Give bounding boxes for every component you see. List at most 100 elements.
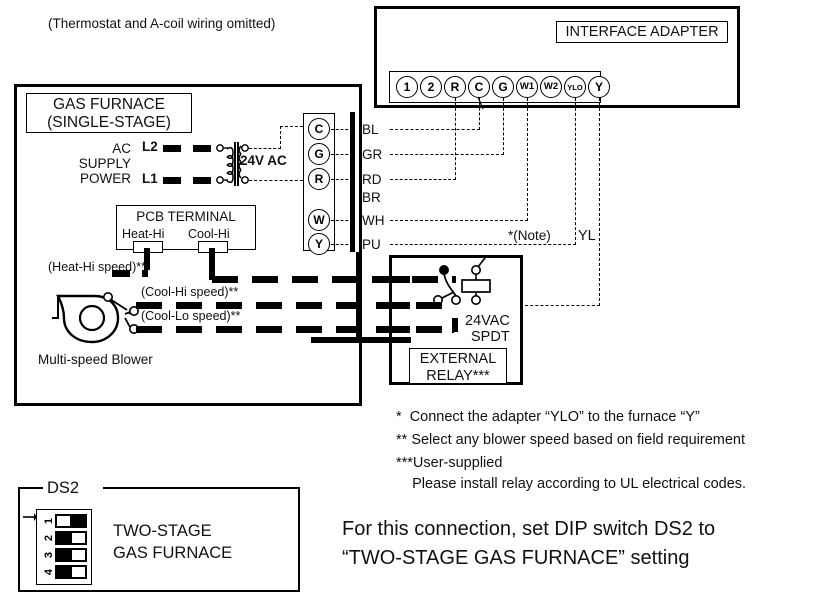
pcb-terminal-title: PCB TERMINAL <box>136 209 236 224</box>
supply-line-l2: L2 <box>142 139 158 154</box>
wire-xfmr-r-h <box>249 180 308 181</box>
relay-spec-voltage: 24VAC <box>465 313 510 329</box>
pcb-cool-hi-drop <box>209 248 215 280</box>
route-gr-h <box>390 154 504 155</box>
gas-furnace-box <box>14 84 362 406</box>
dip-switch-4-lever[interactable] <box>71 566 86 578</box>
ds2-setting-line2: GAS FURNACE <box>113 544 233 562</box>
blower-tap-leads <box>102 291 139 335</box>
route-wh-h <box>390 220 528 221</box>
route-gr-v <box>503 98 504 155</box>
relay-spec-type: SPDT <box>471 329 510 345</box>
relay-lead-bottom <box>392 326 454 333</box>
furnace-terminal-y[interactable]: Y <box>308 233 330 255</box>
furnace-terminal-g[interactable]: G <box>308 143 330 165</box>
pcb-tap-cool-hi-label: Cool-Hi <box>188 227 230 241</box>
route-pu-h <box>390 244 576 245</box>
instruction-line1: For this connection, set DIP switch DS2 … <box>342 518 716 540</box>
external-relay-label: EXTERNAL RELAY*** <box>409 348 507 384</box>
supply-line-l1: L1 <box>142 171 158 186</box>
wire-cool-hi-blower-run <box>136 302 456 309</box>
route-wh-v <box>527 98 528 221</box>
furnace-terminal-c[interactable]: C <box>308 118 330 140</box>
wire-color-br: BR <box>362 190 381 205</box>
adapter-terminal-c[interactable]: C <box>468 76 490 98</box>
transformer-icon <box>216 142 249 186</box>
blower-speed-cool-lo: (Cool-Lo speed)** <box>141 309 241 323</box>
route-rd-h <box>390 179 456 180</box>
transformer-voltage-label: 24V AC <box>240 153 287 168</box>
adapter-terminal-1[interactable]: 1 <box>396 76 418 98</box>
wire-cool-lo-run <box>136 326 456 333</box>
route-bl-h <box>390 129 480 130</box>
wire-color-wh: WH <box>362 213 385 228</box>
power-label-supply: SUPPLY <box>78 156 131 171</box>
wire-xfmr-c-h <box>249 148 281 149</box>
furnace-right-bus <box>356 252 361 338</box>
wire-cool-hi-run <box>212 276 456 283</box>
adapter-terminal-g[interactable]: G <box>492 76 514 98</box>
dip-switch-4[interactable] <box>55 565 87 579</box>
ds2-dip-switch-block[interactable]: 1 2 3 4 <box>36 509 92 585</box>
dip-switch-3-lever[interactable] <box>71 549 86 561</box>
dip-switch-number-4: 4 <box>43 568 55 576</box>
blower-caption: Multi-speed Blower <box>38 352 153 367</box>
stub-w <box>331 220 353 221</box>
adapter-terminal-ylo[interactable]: YLO <box>564 76 586 98</box>
blower-speed-cool-hi: (Cool-Hi speed)** <box>141 285 239 299</box>
adapter-terminal-r[interactable]: R <box>444 76 466 98</box>
wire-color-rd: RD <box>362 172 382 187</box>
note-1: * Connect the adapter “YLO” to the furna… <box>396 409 700 425</box>
dip-switch-3[interactable] <box>55 548 87 562</box>
supply-lead-l2 <box>163 145 219 152</box>
ds2-setting-line1: TWO-STAGE <box>113 522 212 540</box>
dip-switch-number-1: 1 <box>43 517 55 525</box>
furnace-terminal-w[interactable]: W <box>308 209 330 231</box>
wire-color-bl: BL <box>362 122 379 137</box>
route-bl-v <box>479 98 480 130</box>
external-relay-label-line2: RELAY*** <box>426 367 490 384</box>
wire-xfmr-c-h2 <box>280 126 308 127</box>
power-label-power: POWER <box>79 171 131 186</box>
relay-lead-bottom-riser <box>452 318 458 332</box>
wire-xfmr-c-v <box>280 126 281 149</box>
relay-lead-top <box>392 276 438 283</box>
interface-adapter-title: INTERFACE ADAPTER <box>556 21 728 43</box>
header-note: (Thermostat and A-coil wiring omitted) <box>48 16 276 31</box>
instruction-line2: “TWO-STAGE GAS FURNACE” setting <box>342 547 690 569</box>
yl-label: YL <box>578 228 596 244</box>
route-yl-v <box>599 98 600 306</box>
adapter-terminal-w1[interactable]: W1 <box>516 76 538 98</box>
external-relay-label-line1: EXTERNAL <box>419 351 497 367</box>
adapter-terminal-y[interactable]: Y <box>588 76 610 98</box>
dip-switch-1[interactable] <box>55 514 87 528</box>
power-label-ac: AC <box>112 141 131 156</box>
route-rd-v <box>455 98 456 180</box>
wire-heat-hi-run <box>112 270 148 277</box>
dip-switch-number-2: 2 <box>43 534 55 542</box>
adapter-terminal-2[interactable]: 2 <box>420 76 442 98</box>
supply-lead-l1 <box>163 177 219 184</box>
stub-c <box>331 129 353 130</box>
dip-switch-number-3: 3 <box>43 551 55 559</box>
ds2-title: DS2 <box>47 479 80 497</box>
gas-furnace-title-line2: (SINGLE-STAGE) <box>47 113 171 131</box>
adapter-terminal-w2[interactable]: W2 <box>540 76 562 98</box>
furnace-terminal-r[interactable]: R <box>308 168 330 190</box>
furnace-bottom-rail <box>311 337 411 343</box>
dip-switch-1-lever[interactable] <box>56 515 71 527</box>
dip-switch-2-lever[interactable] <box>71 532 86 544</box>
note-4: Please install relay according to UL ele… <box>396 476 747 492</box>
gas-furnace-title: GAS FURNACE (SINGLE-STAGE) <box>26 93 192 133</box>
relay-contacts-icon <box>433 258 491 305</box>
ds2-row1-arrow-icon <box>23 513 37 521</box>
relay-lead-mid <box>392 302 440 309</box>
dip-switch-2[interactable] <box>55 531 87 545</box>
route-pu-v <box>575 98 576 245</box>
stub-y <box>331 244 353 245</box>
wire-color-gr: GR <box>362 147 383 162</box>
note-marker: *(Note) <box>508 228 551 243</box>
gas-furnace-title-line1: GAS FURNACE <box>53 96 165 113</box>
stub-g <box>331 154 353 155</box>
